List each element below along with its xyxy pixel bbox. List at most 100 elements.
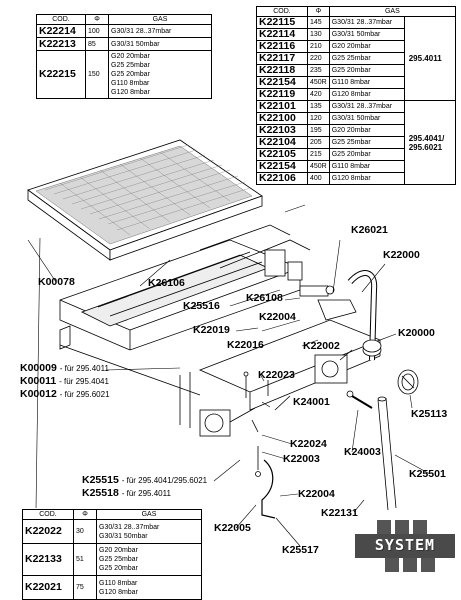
part-label-k24001: K24001	[293, 396, 330, 408]
part-note: - für 295.4011	[59, 364, 109, 373]
part-label-k25516: K25516	[183, 300, 220, 312]
part-label-k22019: K22019	[193, 324, 230, 336]
part-phi: 30	[73, 519, 97, 544]
part-phi: 100	[85, 24, 109, 38]
part-code: K22022	[22, 519, 74, 544]
leader-lines	[27, 204, 431, 547]
gas-pipe-drawing	[199, 224, 382, 361]
part-label-k25501: K25501	[409, 468, 446, 480]
part-code-k00011: K00011	[20, 375, 57, 387]
part-phi: 210	[307, 40, 330, 53]
gas-line: G120 8mbar	[99, 588, 138, 596]
part-gas: G25 25mbar	[328, 136, 405, 149]
part-gas: G30/31 50mbar	[328, 28, 405, 41]
griddle-plate-drawing	[27, 139, 263, 261]
part-label-k00078: K00078	[38, 276, 75, 288]
header-code: COD.	[22, 509, 74, 520]
table-row: K22115 145 G30/31 28..37mbar 295.4011	[256, 16, 457, 101]
table-row: K22104 205 G25 25mbar	[256, 136, 456, 149]
part-gas: G25 20mbar	[328, 64, 405, 77]
gas-line: G25 25mbar	[111, 62, 150, 69]
part-code: K22154	[256, 160, 308, 173]
part-code: K22116	[256, 40, 308, 53]
gas-line: G30/31 50mbar	[99, 532, 148, 540]
part-code: K22021	[22, 575, 74, 600]
part-code: K22215	[36, 50, 86, 99]
part-label-k22004-lower: K22004	[298, 488, 335, 500]
part-code: K22114	[256, 28, 308, 41]
part-label-k24003: K24003	[344, 446, 381, 458]
part-gas: G30/31 50mbar	[328, 112, 405, 125]
table-row: K22106 400 G120 8mbar	[256, 172, 456, 185]
part-code: K22154	[256, 76, 308, 89]
part-gas: G120 8mbar	[328, 172, 405, 185]
header-phi: Φ	[73, 509, 97, 520]
part-phi: 450R	[307, 76, 330, 89]
part-gas: G20 20mbar	[328, 40, 405, 53]
part-label-k22016: K22016	[227, 339, 264, 351]
table-header-row: COD. Φ GAS	[22, 509, 202, 520]
header-gas: GAS	[108, 14, 212, 25]
part-phi: 420	[307, 88, 330, 101]
part-phi: 400	[307, 172, 330, 185]
model-group: 295.4041/ 295.6021	[403, 100, 457, 185]
part-code: K22105	[256, 148, 308, 161]
part-phi: 220	[307, 52, 330, 65]
part-gas: G120 8mbar	[328, 88, 405, 101]
header-code: COD.	[256, 6, 308, 17]
table-row: K22213 85 G30/31 50mbar	[36, 37, 212, 51]
header-phi: Φ	[85, 14, 109, 25]
table-row: K22100 120 G30/31 50mbar	[256, 112, 456, 125]
gas-line: G25 20mbar	[111, 71, 150, 78]
part-phi: 120	[307, 112, 330, 125]
table-bottom-left: COD. Φ GAS K22022 30 G30/31 28..37mbar G…	[22, 509, 202, 600]
part-gas: G30/31 50mbar	[108, 37, 212, 51]
table-header-row: COD. Φ GAS	[36, 14, 212, 25]
part-label-k26108: K26108	[246, 292, 283, 304]
table-row: K22215 150 G20 20mbar G25 25mbar G25 20m…	[36, 50, 212, 99]
part-gas-list: G110 8mbar G120 8mbar	[96, 575, 202, 600]
part-phi: 135	[307, 100, 330, 113]
table-row: K22117 220 G25 25mbar	[256, 52, 456, 65]
header-code: COD.	[36, 14, 86, 25]
part-label-k26021: K26021	[351, 224, 388, 236]
system-logo: SYSTEM	[355, 518, 455, 578]
part-code-k25515: K25515	[82, 474, 119, 486]
part-label-k00011: K00011 - für 295.4041	[20, 376, 109, 387]
table-row: K22101 135 G30/31 28..37mbar 295.4041/ 2…	[256, 100, 457, 185]
part-label-k22003: K22003	[283, 453, 320, 465]
part-note: - für 295.4041/295.6021	[121, 476, 208, 485]
part-gas: G30/31 28..37mbar	[328, 16, 405, 29]
part-label-k25518: K25518 - für 295.4011	[82, 488, 171, 499]
part-gas: G30/31 28..37mbar	[328, 100, 405, 113]
part-gas: G25 20mbar	[328, 148, 405, 161]
part-gas: G30/31 28..37mbar	[108, 24, 212, 38]
part-label-k22023: K22023	[258, 369, 295, 381]
part-label-k25517: K25517	[282, 544, 319, 556]
gas-line: G20 20mbar	[111, 53, 150, 60]
table-row: K22154 450R G110 8mbar	[256, 76, 456, 89]
header-phi: Φ	[307, 6, 330, 17]
part-code-k00009: K00009	[20, 362, 57, 374]
part-note: - für 295.4041	[59, 377, 109, 386]
part-gas: G25 25mbar	[328, 52, 405, 65]
part-phi: 51	[73, 543, 97, 576]
part-label-k00009: K00009 - für 295.4011	[20, 363, 109, 374]
part-gas-list: G30/31 28..37mbar G30/31 50mbar	[96, 519, 202, 544]
gas-line: G110 8mbar	[99, 579, 138, 587]
part-code: K22106	[256, 172, 308, 185]
gas-line: G25 25mbar	[99, 556, 138, 563]
gas-line: G25 20mbar	[99, 565, 138, 572]
part-label-k22024: K22024	[290, 438, 327, 450]
part-code: K22104	[256, 136, 308, 149]
part-phi: 235	[307, 64, 330, 77]
part-phi: 450R	[307, 160, 330, 173]
header-gas: GAS	[328, 6, 457, 17]
gas-line: G120 8mbar	[111, 89, 150, 96]
part-code: K22103	[256, 124, 308, 137]
part-code: K22115	[256, 16, 308, 29]
gas-line: G30/31 28..37mbar	[99, 523, 160, 531]
part-code: K22100	[256, 112, 308, 125]
part-label-k22131: K22131	[321, 507, 358, 519]
part-phi: 205	[307, 136, 330, 149]
